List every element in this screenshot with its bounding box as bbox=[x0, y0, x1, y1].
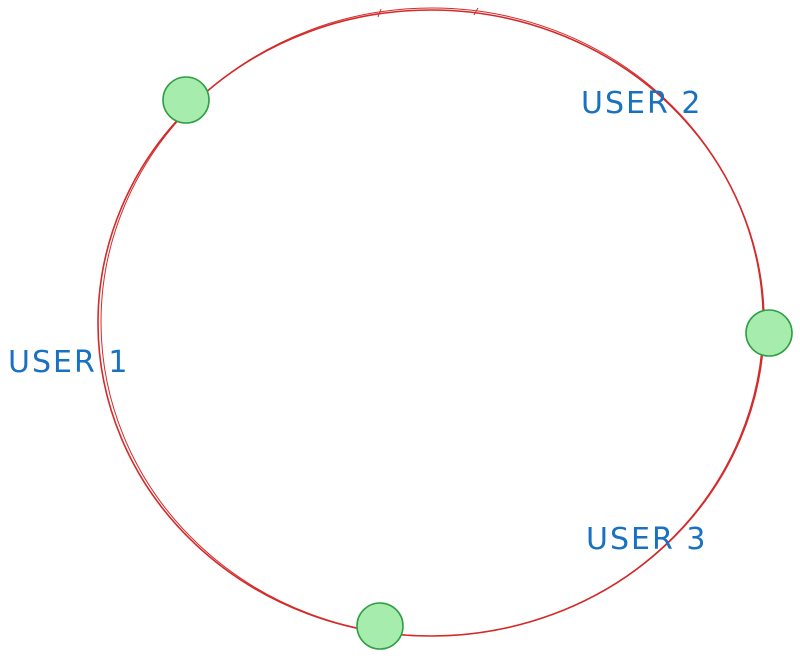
ring-sketch-tick bbox=[377, 8, 382, 18]
ring-node bbox=[162, 76, 210, 124]
user-2-label: USER 2 bbox=[581, 86, 703, 121]
user-1-label: USER 1 bbox=[8, 345, 130, 380]
user-3-label: USER 3 bbox=[586, 522, 708, 557]
ring-sketch-tick bbox=[473, 7, 479, 16]
ring-node bbox=[356, 602, 404, 650]
ring-node bbox=[745, 309, 793, 357]
